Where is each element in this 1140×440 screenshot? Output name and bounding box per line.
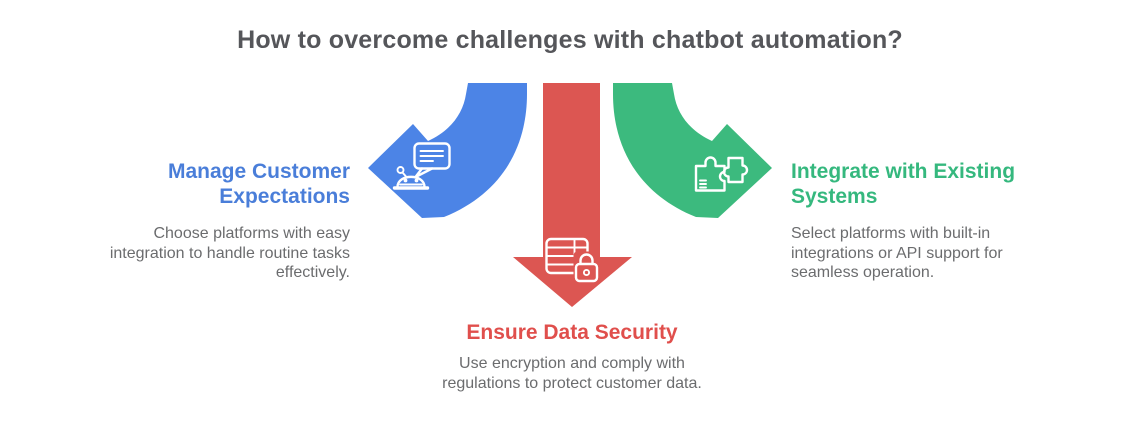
heading-line: Systems (791, 185, 878, 208)
heading-line: Integrate with Existing (791, 160, 1016, 183)
description-line: seamless operation. (791, 264, 935, 281)
page-title: How to overcome challenges with chatbot … (237, 26, 903, 54)
heading-line: Ensure Data Security (466, 321, 678, 344)
straight-arrow-down (513, 83, 632, 307)
description-line: regulations to protect customer data. (442, 374, 702, 392)
curved-arrow-right-shape (613, 83, 772, 218)
description-line: integrations or API support for (791, 244, 1003, 262)
description-line: Use encryption and comply with (459, 355, 685, 372)
curved-arrow-right (613, 83, 772, 218)
section-integrate-existing-systems: Integrate with Existing Systems Select p… (791, 159, 1061, 283)
heading-line: Manage Customer (167, 160, 350, 183)
section-description: Select platforms with built-in integrati… (791, 224, 1061, 283)
section-manage-customer-expectations: Manage Customer Expectations Choose plat… (60, 159, 350, 283)
description-line: effectively. (275, 264, 350, 281)
section-ensure-data-security: Ensure Data Security Use encryption and … (372, 320, 772, 393)
heading-line: Expectations (219, 185, 350, 208)
straight-arrow-down-shape (513, 83, 632, 307)
description-line: integration to handle routine tasks (109, 244, 350, 262)
section-heading: Integrate with Existing Systems (791, 159, 1061, 209)
description-line: Select platforms with built-in (791, 225, 991, 242)
database-lock-icon (545, 237, 600, 283)
description-line: Choose platforms with easy (153, 225, 350, 242)
chatbot-speech-icon (392, 142, 451, 190)
puzzle-integration-icon (694, 156, 749, 192)
section-description: Choose platforms with easy integration t… (60, 224, 350, 283)
section-heading: Ensure Data Security (372, 320, 772, 345)
section-description: Use encryption and comply with regulatio… (372, 354, 772, 393)
section-heading: Manage Customer Expectations (60, 159, 350, 209)
